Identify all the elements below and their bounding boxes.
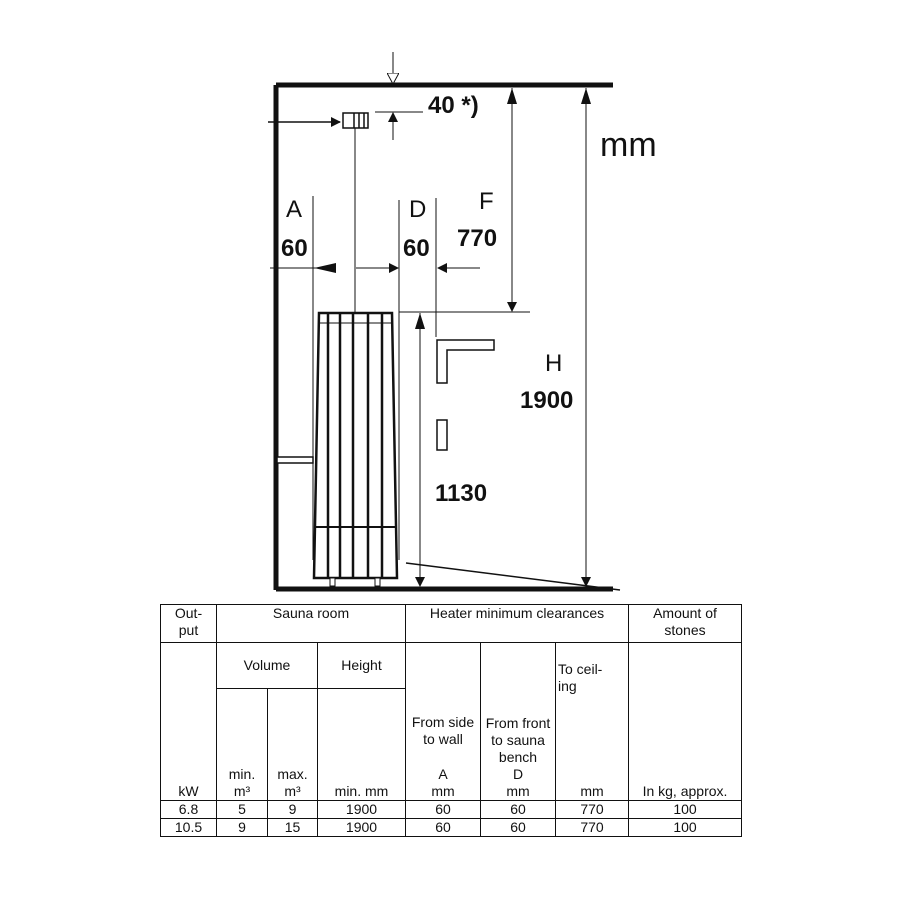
unit-label: mm [600, 126, 657, 164]
unit-volume-min: min. m³ [216, 688, 268, 801]
unit-stones: In kg, approx. [628, 642, 742, 801]
dimension-f-label: F [479, 188, 494, 215]
specification-table: Out- put Sauna room Heater minimum clear… [160, 604, 742, 837]
header-clearances: Heater minimum clearances [405, 604, 629, 643]
dimension-h-value: 1900 [520, 387, 574, 414]
table-row: 10.5 9 15 1900 60 60 770 100 [160, 818, 742, 837]
heater-illustration [312, 311, 399, 587]
unit-kw: kW [160, 642, 217, 801]
header-to-ceiling: To ceil-ing mm [555, 642, 629, 801]
header-height: Height [317, 642, 406, 689]
heater-height-value: 1130 [435, 480, 488, 507]
header-from-side: From side to wall A mm [405, 642, 481, 801]
top-clearance-value: 40 *) [428, 92, 479, 119]
dimension-a-label: A [286, 196, 303, 223]
dimension-a-value: 60 [281, 235, 308, 262]
header-volume: Volume [216, 642, 318, 689]
dimension-d-value: 60 [403, 235, 430, 262]
room-walls [273, 82, 613, 592]
sauna-room-drawing [268, 52, 621, 592]
header-output: Out- put [160, 604, 217, 643]
header-sauna-room: Sauna room [216, 604, 406, 643]
unit-volume-max: max. m³ [267, 688, 318, 801]
dimension-f-value: 770 [457, 225, 498, 252]
header-stones: Amount of stones [628, 604, 742, 643]
header-from-front: From front to sauna bench D mm [480, 642, 556, 801]
unit-height: min. mm [317, 688, 406, 801]
dimension-h-label: H [545, 350, 563, 377]
table-row: 6.8 5 9 1900 60 60 770 100 [160, 800, 742, 819]
dimension-d-label: D [409, 196, 427, 223]
installation-diagram: 40 *) mm A 60 D 60 F 770 H 1900 1130 [268, 52, 657, 592]
